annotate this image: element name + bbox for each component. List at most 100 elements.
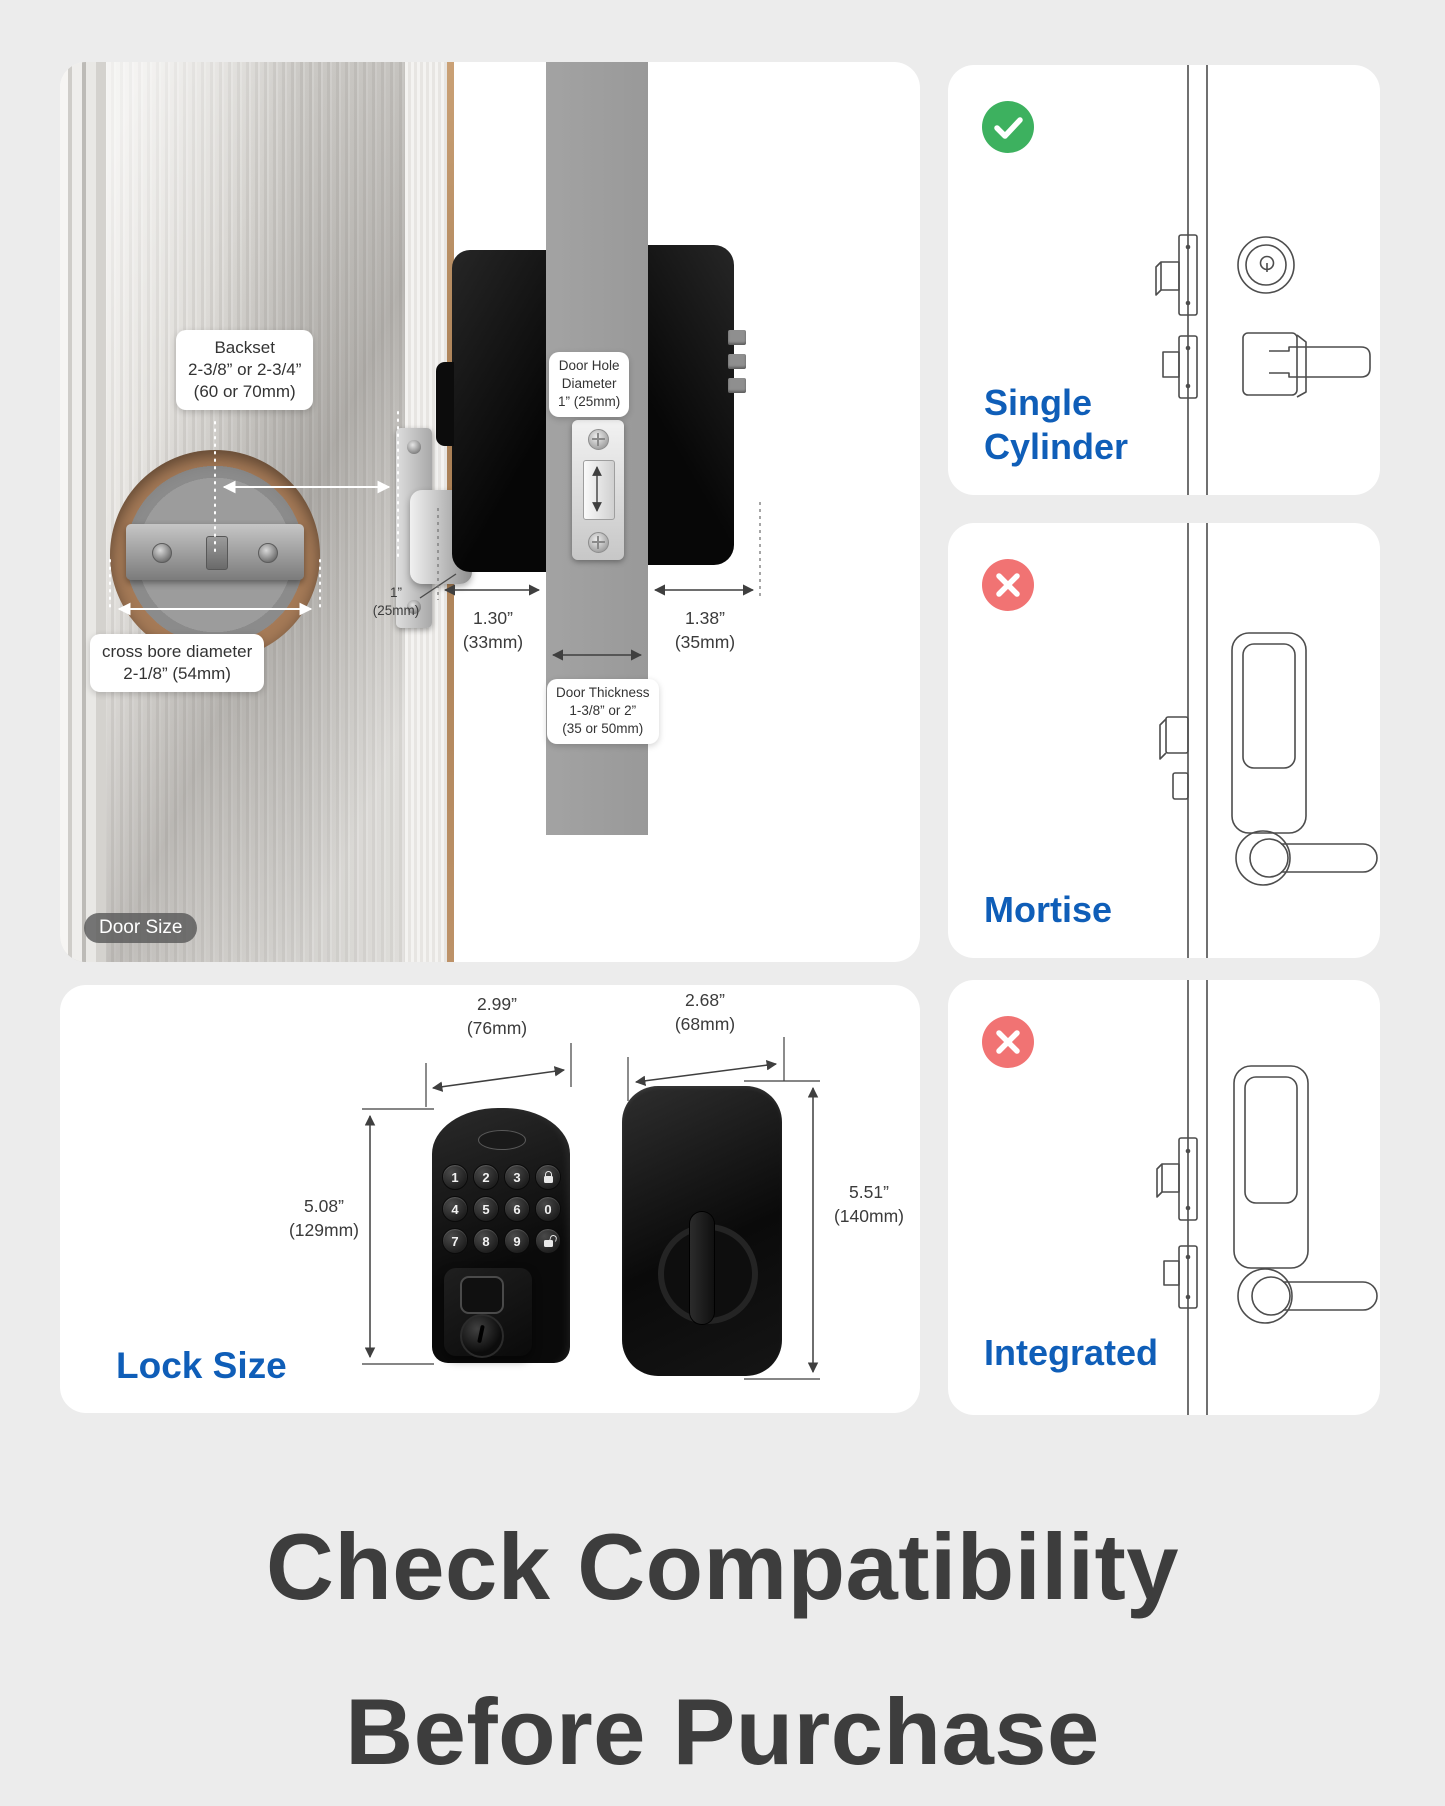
screw-icon	[407, 600, 421, 614]
keyhole-icon	[460, 1314, 504, 1358]
cross-icon	[982, 1016, 1034, 1068]
keypad-key-1: 1	[442, 1164, 468, 1190]
front-height-label: 5.08” (129mm)	[268, 1195, 380, 1242]
fingerprint-scanner-icon	[460, 1276, 504, 1314]
door-size-badge-text: Door Size	[99, 917, 183, 938]
backset-line: (60 or 70mm)	[193, 382, 296, 402]
cross-bore-line: 2-1/8” (54mm)	[123, 664, 231, 684]
brand-oval	[478, 1130, 526, 1150]
keypad-key-7: 7	[442, 1228, 468, 1254]
back-height-label: 5.51” (140mm)	[823, 1181, 915, 1228]
check-icon	[982, 101, 1034, 153]
backset-label: Backset 2-3/8” or 2-3/4” (60 or 70mm)	[176, 330, 314, 411]
lock-interior-body	[648, 245, 734, 565]
interior-depth-line: (35mm)	[674, 631, 736, 652]
door-size-badge: Door Size	[84, 913, 198, 943]
compat-panel-mortise: Mortise	[948, 523, 1380, 958]
door-thickness-label: Door Thickness 1-3/8” or 2” (35 or 50mm)	[547, 679, 659, 744]
latch-depth-line: 1”	[389, 585, 402, 600]
back-width-line: (68mm)	[674, 1013, 736, 1034]
front-width-label: 2.99” (76mm)	[423, 993, 571, 1040]
latch-window	[583, 460, 615, 520]
door-hole-line: 1” (25mm)	[558, 394, 621, 410]
backset-line: Backset	[214, 338, 275, 357]
lock-exterior-sensor	[436, 362, 454, 446]
fingerprint-module	[444, 1268, 532, 1358]
latch-mechanism	[126, 524, 304, 580]
exterior-depth-line: (33mm)	[462, 631, 524, 652]
latch-depth-line: (25mm)	[372, 603, 420, 619]
integrated-illustration	[1156, 980, 1378, 1415]
mortise-illustration	[1159, 523, 1378, 958]
cross-bore-label: cross bore diameter 2-1/8” (54mm)	[90, 634, 265, 693]
interior-depth-label: 1.38” (35mm)	[657, 607, 753, 654]
headline-line-1: Check Compatibility	[265, 1513, 1180, 1619]
back-height-line: (140mm)	[833, 1205, 904, 1226]
lock-back-view	[622, 1086, 782, 1376]
door-hole-label: Door Hole Diameter 1” (25mm)	[549, 352, 630, 417]
single-cylinder-label-line: Single	[984, 382, 1093, 424]
integrated-label: Integrated	[984, 1331, 1158, 1375]
keypad-key-9: 9	[504, 1228, 530, 1254]
keypad-key-2: 2	[473, 1164, 499, 1190]
cross-bore-line: cross bore diameter	[102, 642, 253, 661]
headline-line-2: Before Purchase	[345, 1679, 1100, 1785]
lock-interior-buttons	[728, 330, 748, 402]
door-thickness-line: (35 or 50mm)	[562, 721, 644, 737]
door-size-panel: Backset 2-3/8” or 2-3/4” (60 or 70mm) Do…	[60, 62, 920, 962]
backset-line: 2-3/8” or 2-3/4”	[188, 360, 302, 380]
keypad-key-8: 8	[473, 1228, 499, 1254]
door-molding	[60, 62, 106, 962]
unlock-key-icon	[535, 1228, 561, 1254]
page-title: Check Compatibility Before Purchase	[0, 1515, 1445, 1784]
interior-depth-line: 1.38”	[685, 608, 725, 628]
door-hole-line: Door Hole	[558, 358, 620, 373]
cross-bore-hole	[110, 450, 320, 660]
exterior-depth-line: 1.30”	[473, 608, 513, 628]
screw-icon	[258, 543, 278, 563]
keypad-key-6: 6	[504, 1196, 530, 1222]
keypad-key-5: 5	[473, 1196, 499, 1222]
door-latch-plate	[572, 420, 624, 560]
phillips-screw-icon	[588, 532, 609, 553]
keypad-key-0: 0	[535, 1196, 561, 1222]
latch-depth-label: 1” (25mm)	[364, 584, 428, 620]
door-thickness-line: 1-3/8” or 2”	[569, 703, 637, 719]
screw-icon	[407, 440, 421, 454]
lock-exterior-body	[452, 250, 546, 572]
spindle-slot	[206, 536, 228, 570]
single-cylinder-illustration	[1155, 65, 1371, 495]
back-width-line: 2.68”	[685, 990, 725, 1010]
keypad-key-4: 4	[442, 1196, 468, 1222]
button-icon	[728, 354, 746, 369]
compat-panel-integrated: Integrated	[948, 980, 1380, 1415]
compat-panel-single-cylinder: Single Cylinder	[948, 65, 1380, 495]
mortise-label-line: Mortise	[984, 889, 1113, 931]
front-width-line: 2.99”	[477, 994, 517, 1014]
thumbturn-knob	[690, 1212, 714, 1324]
integrated-label-line: Integrated	[984, 1332, 1159, 1374]
single-cylinder-label-line: Cylinder	[984, 426, 1129, 468]
back-width-label: 2.68” (68mm)	[630, 989, 780, 1036]
button-icon	[728, 330, 746, 345]
screw-icon	[152, 543, 172, 563]
back-height-line: 5.51”	[849, 1182, 889, 1202]
keypad-key-3: 3	[504, 1164, 530, 1190]
front-width-line: (76mm)	[466, 1017, 528, 1038]
door-thickness-line: Door Thickness	[556, 685, 650, 700]
door-photo	[60, 62, 405, 962]
cross-icon	[982, 559, 1034, 611]
button-icon	[728, 378, 746, 393]
lock-key-icon	[535, 1164, 561, 1190]
single-cylinder-label: Single Cylinder	[984, 381, 1128, 469]
mortise-label: Mortise	[984, 888, 1112, 932]
front-height-line: 5.08”	[304, 1196, 344, 1216]
exterior-depth-label: 1.30” (33mm)	[445, 607, 541, 654]
phillips-screw-icon	[588, 429, 609, 450]
lock-size-label: Lock Size	[116, 1345, 287, 1386]
front-height-line: (129mm)	[288, 1219, 359, 1240]
